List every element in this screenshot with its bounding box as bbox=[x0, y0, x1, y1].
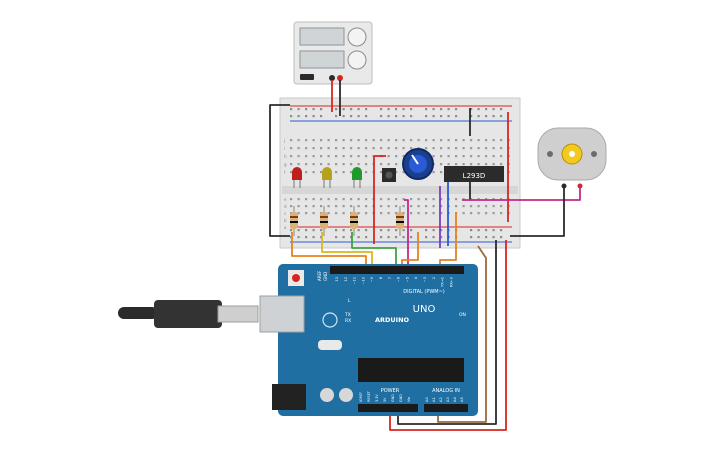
voltage-knob[interactable] bbox=[347, 27, 367, 47]
power-pin-label: Vin bbox=[407, 397, 411, 402]
brand-text: ARDUINO bbox=[375, 316, 410, 324]
power-pin-label: GND bbox=[391, 394, 395, 402]
power-supply[interactable] bbox=[293, 21, 373, 85]
power-pin-label: GND bbox=[399, 394, 403, 402]
digital-pin-labels: 13 12 ~11 ~10 ~9 8 7 ~6 ~5 4 ~3 2 TX→1 RX←0 bbox=[335, 276, 453, 288]
analog-label: ANALOG IN bbox=[432, 388, 460, 394]
digital-pin-label: ~10 bbox=[361, 276, 365, 284]
digital-pin-label: ~3 bbox=[423, 277, 427, 282]
yellow-led[interactable] bbox=[322, 167, 332, 188]
digital-pin-label: ~6 bbox=[397, 276, 401, 282]
digital-label: DIGITAL (PWM~) bbox=[403, 289, 445, 295]
dc-motor[interactable] bbox=[537, 127, 607, 189]
row-letter: a bbox=[284, 225, 287, 230]
current-knob[interactable] bbox=[347, 50, 367, 70]
row-letter: d bbox=[284, 204, 287, 209]
resistor-3 bbox=[350, 206, 358, 236]
digital-pin-label: 2 bbox=[432, 277, 436, 279]
power-pin-labels: IOREF RESET 3.3V 5V GND GND Vin bbox=[359, 390, 411, 402]
analog-pin-label: A1 bbox=[432, 397, 436, 402]
analog-pin-label: A0 bbox=[425, 397, 429, 402]
power-label: POWER bbox=[381, 388, 400, 394]
arduino-uno[interactable]: ARDUINO UNO DIGITAL (PWM~) POWER ANALOG … bbox=[259, 264, 478, 416]
tx-label: TX bbox=[344, 312, 351, 318]
digital-pin-label: TX→1 bbox=[441, 277, 445, 288]
potentiometer[interactable] bbox=[402, 148, 434, 180]
digital-pin-label: 8 bbox=[379, 276, 383, 279]
row-letter: g bbox=[284, 162, 287, 167]
row-letter: e bbox=[284, 197, 287, 202]
digital-pin-label: ~11 bbox=[353, 277, 357, 285]
reset-button[interactable] bbox=[292, 274, 300, 282]
row-letter: i bbox=[284, 146, 285, 151]
usb-cable bbox=[118, 300, 259, 328]
analog-pin-label: A4 bbox=[453, 397, 457, 402]
resistors bbox=[290, 206, 404, 236]
analog-pin-label: A5 bbox=[460, 397, 464, 402]
power-pin-label: IOREF bbox=[359, 392, 363, 402]
digital-pin-label: 12 bbox=[344, 277, 348, 282]
red-led[interactable] bbox=[292, 167, 302, 188]
digital-pin-label: 13 bbox=[335, 277, 339, 282]
resistor-4 bbox=[396, 206, 404, 236]
ic-label: L293D bbox=[463, 172, 486, 180]
analog-pin-label: A2 bbox=[439, 397, 443, 402]
row-letter: j bbox=[283, 138, 285, 143]
digital-pin-label: ~5 bbox=[405, 277, 409, 282]
row-letter: h bbox=[284, 154, 287, 159]
power-pin-label: 5V bbox=[383, 397, 387, 402]
rx-label: RX bbox=[345, 318, 351, 324]
analog-pin-label: A3 bbox=[446, 397, 450, 402]
digital-pin-label: 4 bbox=[414, 276, 418, 279]
resistor-1 bbox=[290, 206, 298, 236]
resistor-2 bbox=[320, 206, 328, 236]
row-letter: b bbox=[284, 218, 287, 223]
on-label: ON bbox=[459, 312, 466, 318]
digital-pin-label: 7 bbox=[388, 277, 392, 279]
uno-text: UNO bbox=[413, 304, 436, 315]
gnd-label: GND bbox=[323, 272, 328, 281]
l293d-chip[interactable]: L293D bbox=[444, 166, 504, 182]
power-pin-label: 3.3V bbox=[375, 394, 379, 402]
power-pin-label: RESET bbox=[367, 390, 371, 402]
push-button[interactable] bbox=[382, 168, 396, 182]
row-letter: c bbox=[284, 211, 286, 216]
aref-label: AREF bbox=[317, 270, 322, 281]
row-letter: f bbox=[284, 170, 286, 175]
l-label: L bbox=[348, 298, 351, 304]
wires bbox=[269, 80, 581, 431]
green-led[interactable] bbox=[352, 167, 362, 188]
digital-pin-label: RX←0 bbox=[449, 276, 453, 287]
digital-pin-label: ~9 bbox=[370, 276, 374, 282]
